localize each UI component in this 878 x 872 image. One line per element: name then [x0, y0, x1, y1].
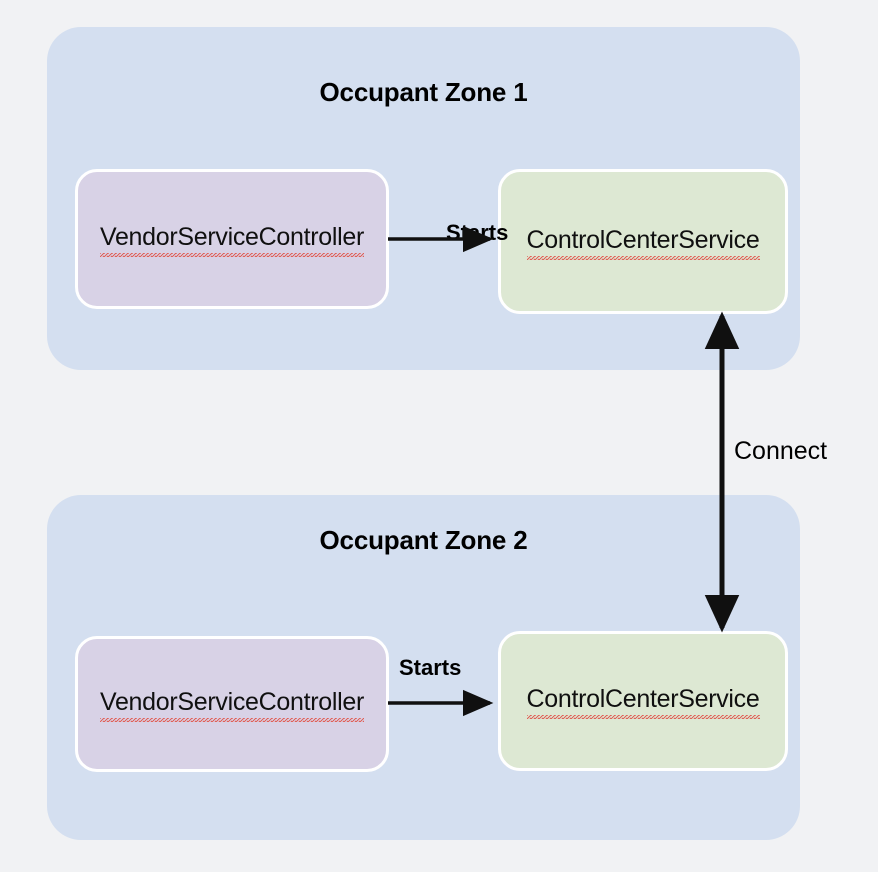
- node-control-center-service-zone-1[interactable]: ControlCenterService: [498, 169, 788, 314]
- occupant-zone-1-container[interactable]: Occupant Zone 1 VendorServiceController …: [47, 27, 800, 370]
- node-vendor-service-controller-zone-2[interactable]: VendorServiceController: [75, 636, 389, 772]
- occupant-zone-2-container[interactable]: Occupant Zone 2 VendorServiceController …: [47, 495, 800, 840]
- node-label: ControlCenterService: [526, 226, 760, 260]
- edge-label-starts-zone-2: Starts: [399, 655, 462, 680]
- zone-1-title: Occupant Zone 1: [319, 77, 528, 107]
- edge-label-starts-zone-1: Starts: [446, 220, 509, 245]
- node-label: ControlCenterService: [526, 685, 760, 719]
- edge-label-connect: Connect: [734, 437, 828, 465]
- zone-2-title: Occupant Zone 2: [319, 525, 528, 555]
- node-control-center-service-zone-2[interactable]: ControlCenterService: [498, 631, 788, 771]
- node-label: VendorServiceController: [99, 223, 364, 257]
- node-label: VendorServiceController: [99, 688, 364, 722]
- node-vendor-service-controller-zone-1[interactable]: VendorServiceController: [75, 169, 389, 309]
